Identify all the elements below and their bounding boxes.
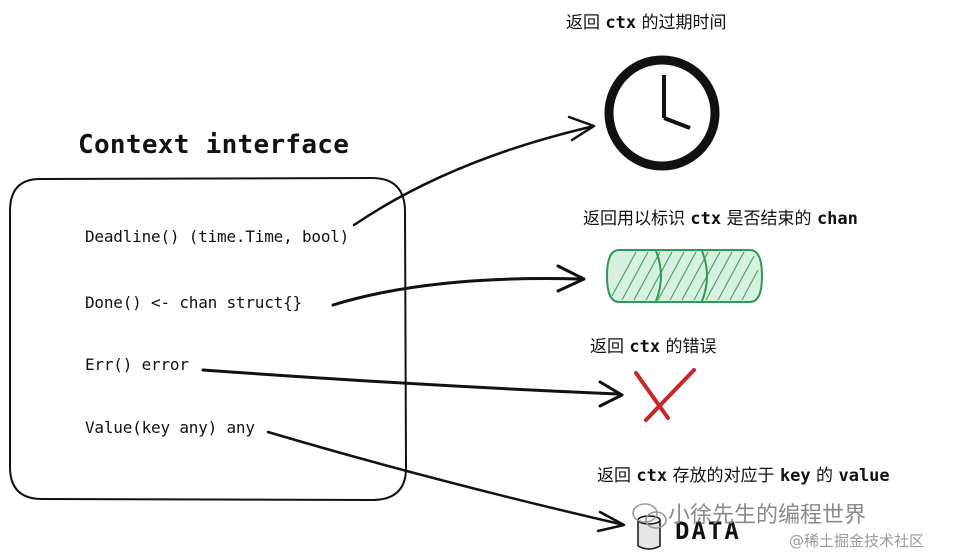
watermark-author: 小徐先生的编程世界 <box>668 503 867 528</box>
arrow-value <box>266 430 622 526</box>
arrow-err <box>201 368 620 396</box>
method-err: Err() error <box>85 355 189 374</box>
data-label: DATA <box>675 517 741 545</box>
arrowhead-value <box>596 510 626 533</box>
arrow-deadline <box>352 125 592 227</box>
channel-tube-icon <box>605 249 764 303</box>
diagram-title: Context interface <box>78 130 350 160</box>
wechat-icon <box>632 503 667 529</box>
method-deadline: Deadline() (time.Time, bool) <box>85 227 350 246</box>
arrowhead-deadline <box>567 115 596 142</box>
method-done: Done() <- chan struct{} <box>85 293 302 312</box>
label-value: 返回 ctx 存放的对应于 key 的 value <box>597 466 890 486</box>
arrowhead-done <box>556 264 586 293</box>
interface-box <box>9 176 408 502</box>
watermark-site: @稀土掘金技术社区 <box>789 532 925 550</box>
method-value: Value(key any) any <box>85 418 255 437</box>
cross-icon <box>634 368 696 422</box>
label-deadline: 返回 ctx 的过期时间 <box>566 13 727 33</box>
label-err: 返回 ctx 的错误 <box>590 337 717 357</box>
arrow-done <box>331 277 582 307</box>
clock-icon <box>604 55 720 171</box>
label-done: 返回用以标识 ctx 是否结束的 chan <box>583 209 858 229</box>
arrowhead-err <box>598 380 624 408</box>
